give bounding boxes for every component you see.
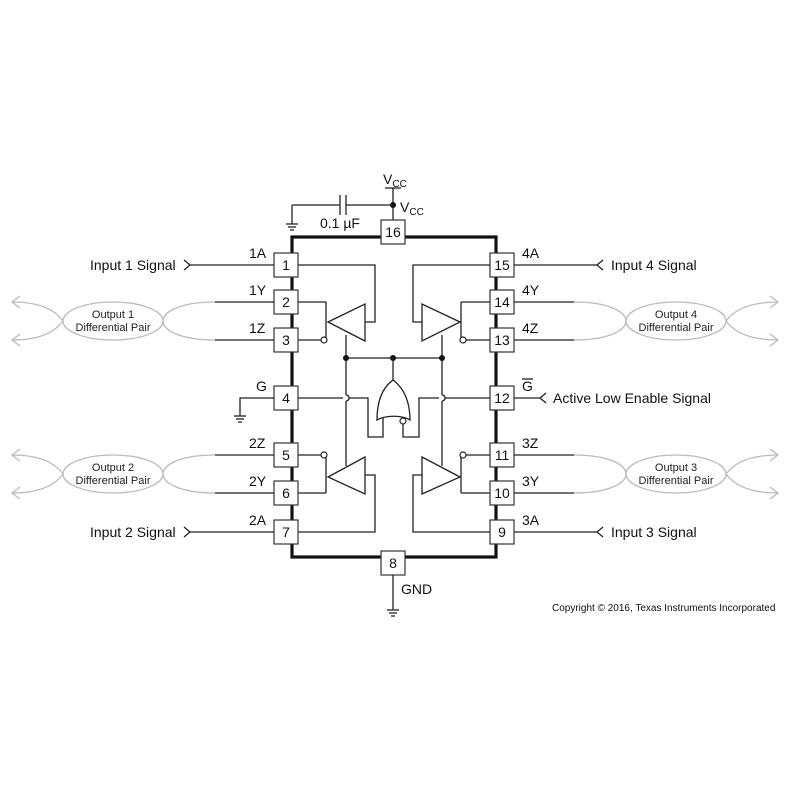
driver-3-icon: [421, 455, 462, 496]
output-1-pair: Output 1 Differential Pair: [10, 295, 274, 347]
output-2-label: Output 2: [92, 462, 134, 474]
gnd-label: GND: [401, 581, 432, 597]
pin-10: 10: [494, 485, 510, 501]
output-4-sublabel: Differential Pair: [639, 322, 714, 334]
enable-signal-label: Active Low Enable Signal: [553, 390, 711, 406]
vcc-supply: VCC VCC 0.1 µF: [286, 171, 424, 231]
pin-7: 7: [282, 524, 290, 540]
pin-15: 15: [494, 257, 510, 273]
output-3-sublabel: Differential Pair: [639, 475, 714, 487]
label-3a: 3A: [522, 512, 540, 528]
vcc-pin-label: VCC: [400, 199, 424, 218]
pin-6: 6: [282, 485, 290, 501]
label-4y: 4Y: [522, 282, 540, 298]
internal-logic: [298, 264, 490, 533]
label-3y: 3Y: [522, 473, 540, 489]
pin-3: 3: [282, 332, 290, 348]
output-3-pair: Output 3 Differential Pair: [514, 448, 780, 500]
output-1-label: Output 1: [92, 309, 134, 321]
arrow-icon: [183, 526, 192, 538]
pin-1: 1: [282, 257, 290, 273]
output-2-pair: Output 2 Differential Pair: [10, 448, 274, 500]
pin-14: 14: [494, 294, 510, 310]
label-g-bar: G: [522, 378, 533, 394]
arrow-icon: [595, 259, 604, 271]
input-1-label: Input 1 Signal: [90, 257, 176, 273]
label-2z: 2Z: [249, 435, 266, 451]
ic-body: [290, 235, 498, 559]
pin-4: 4: [282, 390, 290, 406]
label-g: G: [256, 378, 267, 394]
label-1z: 1Z: [249, 320, 266, 336]
label-3z: 3Z: [522, 435, 539, 451]
pin-13: 13: [494, 332, 510, 348]
label-1y: 1Y: [249, 282, 267, 298]
ground-icon: [387, 609, 399, 617]
pin-16: 16: [385, 224, 401, 240]
input-3-label: Input 3 Signal: [611, 524, 697, 540]
pin-8: 8: [389, 555, 397, 571]
copyright: Copyright © 2016, Texas Instruments Inco…: [552, 603, 775, 614]
pins: 1 2 3 4 5 6 7 8 9 10 11 12 13 14 15 16: [273, 219, 515, 576]
label-2y: 2Y: [249, 473, 267, 489]
output-4-pair: Output 4 Differential Pair: [514, 295, 780, 347]
input-4-label: Input 4 Signal: [611, 257, 697, 273]
output-1-sublabel: Differential Pair: [76, 322, 151, 334]
output-2-sublabel: Differential Pair: [76, 475, 151, 487]
arrow-icon: [538, 392, 547, 404]
pin-11: 11: [495, 447, 510, 463]
label-4a: 4A: [522, 245, 540, 261]
output-4-label: Output 4: [655, 309, 697, 321]
label-4z: 4Z: [522, 320, 539, 336]
pin-12: 12: [494, 390, 510, 406]
ground-icon: [286, 223, 298, 231]
label-2a: 2A: [249, 512, 267, 528]
driver-4-icon: [421, 302, 462, 343]
input-signals: Input 1 Signal Input 2 Signal Input 4 Si…: [90, 257, 711, 617]
pin-2: 2: [282, 294, 290, 310]
pin-5: 5: [282, 447, 290, 463]
pin-9: 9: [498, 524, 506, 540]
vcc-top-label: VCC: [383, 171, 407, 190]
input-2-label: Input 2 Signal: [90, 524, 176, 540]
label-1a: 1A: [249, 245, 267, 261]
pin-labels: 1A 1Y 1Z G 2Z 2Y 2A 4A 4Y 4Z G 3Z 3Y 3A: [249, 245, 540, 528]
or-gate-icon: [376, 379, 411, 422]
capacitor-label: 0.1 µF: [320, 215, 360, 231]
arrow-icon: [595, 526, 604, 538]
output-3-label: Output 3: [655, 462, 697, 474]
ground-icon: [234, 415, 246, 423]
arrow-icon: [183, 259, 192, 271]
